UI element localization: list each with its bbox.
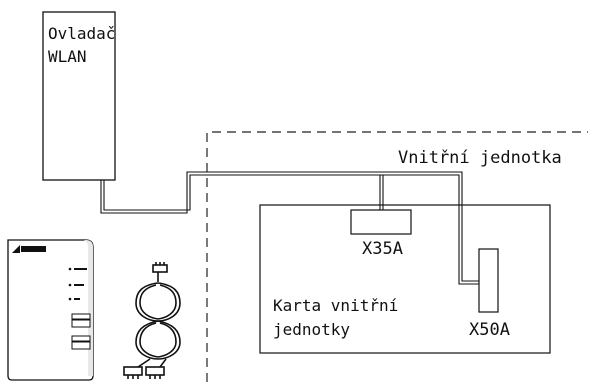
connector-x50a-label: X50A <box>469 320 510 340</box>
indicator-lights <box>68 267 87 301</box>
device-buttons <box>71 313 91 350</box>
indoor-board-label-line1: Karta vnitřní <box>273 296 398 315</box>
wlan-controller-box <box>42 11 116 181</box>
connector-x35a-label: X35A <box>362 239 403 259</box>
wlan-controller-label-line1: Ovladač <box>48 24 115 43</box>
wlan-controller-label-line2: WLAN <box>48 47 87 66</box>
daikin-logo-icon <box>12 245 46 253</box>
connector-x50a <box>478 248 499 313</box>
indoor-unit-label: Vnitřní jednotka <box>398 148 562 168</box>
connection-cable <box>100 171 479 285</box>
connector-x35a <box>350 209 412 235</box>
indoor-unit-boundary <box>206 131 588 382</box>
indoor-board-label-line2: jednotky <box>273 320 350 339</box>
wlan-adapter-device <box>7 239 94 381</box>
coiled-cable-icon <box>123 262 181 379</box>
